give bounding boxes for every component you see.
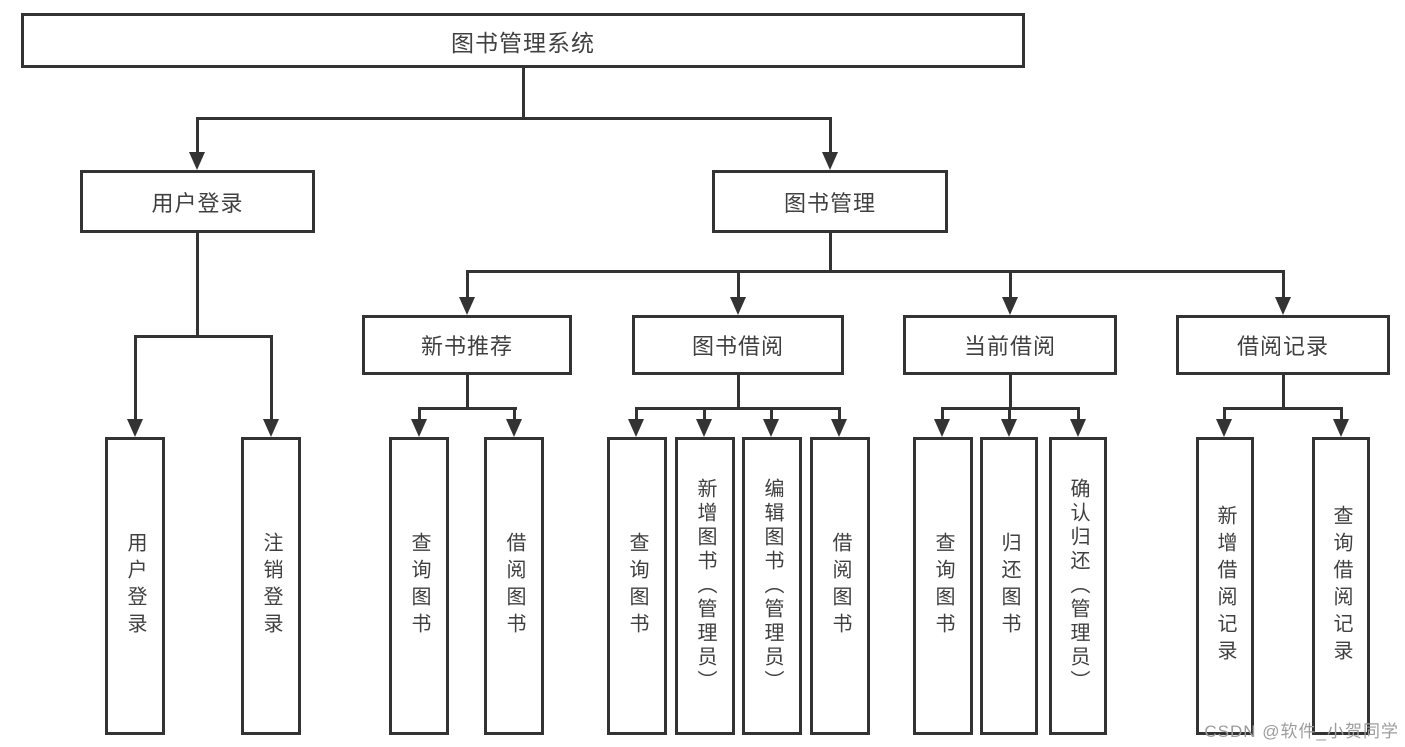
arrowhead-icon bbox=[1002, 297, 1018, 315]
leaf-br-query-record-label: 查询借阅记录 bbox=[1330, 505, 1352, 667]
leaf-cb-return-books-label: 归还图书 bbox=[998, 532, 1020, 640]
leaf-cb-confirm-return-admin-label: 确认归还（管理员） bbox=[1067, 478, 1089, 694]
node-new-book-recommendation: 新书推荐 bbox=[362, 315, 572, 375]
leaf-cb-confirm-return-admin: 确认归还（管理员） bbox=[1049, 437, 1107, 735]
leaf-cb-query-books-label: 查询图书 bbox=[932, 532, 954, 640]
connector-line bbox=[196, 233, 199, 337]
arrowhead-icon bbox=[127, 419, 143, 437]
connector-line bbox=[1008, 407, 1011, 421]
arrowhead-icon bbox=[763, 419, 779, 437]
leaf-bb-edit-books-admin-label: 编辑图书（管理员） bbox=[761, 478, 783, 694]
arrowhead-icon bbox=[1275, 297, 1291, 315]
connector-line bbox=[770, 407, 773, 421]
connector-line bbox=[522, 66, 525, 118]
connector-line bbox=[737, 270, 740, 298]
connector-line bbox=[703, 407, 706, 421]
connector-line bbox=[737, 375, 740, 410]
leaf-cb-return-books: 归还图书 bbox=[980, 437, 1038, 735]
connector-line bbox=[1282, 375, 1285, 410]
leaf-br-add-record-label: 新增借阅记录 bbox=[1214, 505, 1236, 667]
node-book-management: 图书管理 bbox=[712, 170, 948, 233]
connector-line bbox=[1340, 407, 1343, 421]
leaf-user-login-label: 用户登录 bbox=[124, 532, 146, 640]
arrowhead-icon bbox=[411, 419, 427, 437]
connector-line bbox=[196, 117, 199, 154]
arrowhead-icon bbox=[189, 152, 205, 170]
leaf-nbr-borrow-books-label: 借阅图书 bbox=[503, 532, 525, 640]
arrowhead-icon bbox=[934, 419, 950, 437]
arrowhead-icon bbox=[1216, 419, 1232, 437]
arrowhead-icon bbox=[506, 419, 522, 437]
connector-line bbox=[466, 270, 469, 298]
leaf-bb-add-books-admin: 新增图书（管理员） bbox=[675, 437, 735, 735]
arrowhead-icon bbox=[822, 152, 838, 170]
connector-line bbox=[513, 407, 516, 421]
leaf-user-login: 用户登录 bbox=[105, 437, 165, 735]
arrowhead-icon bbox=[1001, 419, 1017, 437]
connector-line bbox=[1223, 407, 1343, 410]
connector-line bbox=[1009, 270, 1012, 298]
connector-line bbox=[196, 117, 832, 120]
arrowhead-icon bbox=[1070, 419, 1086, 437]
node-borrowing-records-label: 借阅记录 bbox=[1236, 334, 1329, 359]
csdn-watermark: CSDN @软件_小贺同学 bbox=[1204, 722, 1399, 741]
arrowhead-icon bbox=[628, 419, 644, 437]
node-root-label: 图书管理系统 bbox=[451, 29, 595, 56]
connector-line bbox=[134, 335, 137, 420]
connector-line bbox=[418, 407, 421, 421]
node-borrowing-records: 借阅记录 bbox=[1176, 315, 1390, 375]
leaf-bb-query-books: 查询图书 bbox=[607, 437, 667, 735]
node-book-borrowing-label: 图书借阅 bbox=[691, 334, 784, 359]
node-book-borrowing: 图书借阅 bbox=[632, 315, 844, 375]
leaf-logout-label: 注销登录 bbox=[260, 532, 282, 640]
node-user-login-label: 用户登录 bbox=[151, 190, 244, 216]
connector-line bbox=[466, 270, 1285, 273]
leaf-bb-borrow-books-label: 借阅图书 bbox=[829, 532, 851, 640]
node-current-borrowing-label: 当前借阅 bbox=[963, 334, 1056, 359]
arrowhead-icon bbox=[831, 419, 847, 437]
connector-line bbox=[1223, 407, 1226, 421]
connector-line bbox=[1077, 407, 1080, 421]
leaf-cb-query-books: 查询图书 bbox=[913, 437, 973, 735]
leaf-nbr-query-books-label: 查询图书 bbox=[408, 532, 430, 640]
node-new-book-recommendation-label: 新书推荐 bbox=[420, 334, 513, 359]
arrowhead-icon bbox=[1333, 419, 1349, 437]
leaf-bb-edit-books-admin: 编辑图书（管理员） bbox=[742, 437, 802, 735]
connector-line bbox=[1282, 270, 1285, 298]
leaf-nbr-query-books: 查询图书 bbox=[389, 437, 449, 735]
leaf-nbr-borrow-books: 借阅图书 bbox=[484, 437, 544, 735]
leaf-logout: 注销登录 bbox=[241, 437, 301, 735]
node-root: 图书管理系统 bbox=[21, 13, 1025, 68]
leaf-bb-query-books-label: 查询图书 bbox=[626, 532, 648, 640]
connector-line bbox=[838, 407, 841, 421]
node-user-login: 用户登录 bbox=[80, 170, 315, 233]
connector-line bbox=[829, 117, 832, 154]
leaf-bb-borrow-books: 借阅图书 bbox=[810, 437, 870, 735]
connector-line bbox=[270, 335, 273, 420]
arrowhead-icon bbox=[696, 419, 712, 437]
connector-line bbox=[635, 407, 638, 421]
connector-line bbox=[1009, 375, 1012, 410]
arrowhead-icon bbox=[730, 297, 746, 315]
connector-line bbox=[418, 407, 517, 410]
connector-line bbox=[829, 233, 832, 273]
connector-line bbox=[941, 407, 944, 421]
node-current-borrowing: 当前借阅 bbox=[903, 315, 1117, 375]
arrowhead-icon bbox=[459, 297, 475, 315]
leaf-br-add-record: 新增借阅记录 bbox=[1196, 437, 1254, 735]
connector-line bbox=[466, 375, 469, 410]
arrowhead-icon bbox=[263, 419, 279, 437]
leaf-bb-add-books-admin-label: 新增图书（管理员） bbox=[694, 478, 716, 694]
connector-line bbox=[134, 335, 273, 338]
node-book-management-label: 图书管理 bbox=[783, 190, 876, 216]
connector-line bbox=[635, 407, 841, 410]
leaf-br-query-record: 查询借阅记录 bbox=[1312, 437, 1370, 735]
